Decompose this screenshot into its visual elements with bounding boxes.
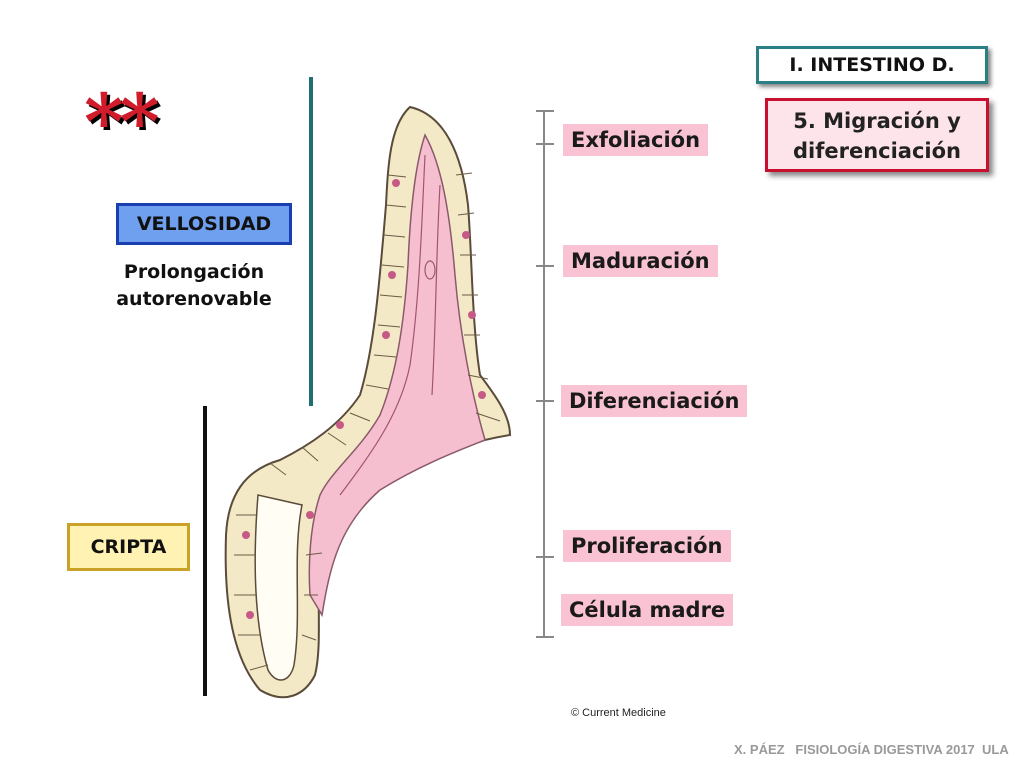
stage-exfoliation: Exfoliación: [563, 124, 709, 156]
section-label: I. INTESTINO D.: [756, 46, 988, 84]
crypt-label: CRIPTA: [67, 523, 190, 571]
villus-caption: Prolongación autorenovable: [116, 261, 272, 310]
stage-tick: [536, 556, 554, 558]
stage-maturation: Maduración: [563, 245, 718, 277]
stage-tick: [536, 110, 554, 112]
stage-tick: [536, 143, 554, 145]
stage-differentiation: Diferenciación: [561, 385, 748, 417]
stage-scale-line: [543, 110, 545, 638]
stage-tick: [536, 400, 554, 402]
stage-stem-cell: Célula madre: [561, 594, 734, 626]
stage-tick: [536, 636, 554, 638]
stars-mark: **: [84, 77, 159, 166]
topic-title: 5. Migración y diferenciación: [765, 98, 989, 172]
image-credit: © Current Medicine: [571, 707, 666, 719]
crypt-range-line: [203, 406, 207, 696]
footer-text: X. PÁEZ FISIOLOGÍA DIGESTIVA 2017 ULA: [734, 742, 1009, 757]
stage-proliferation: Proliferación: [563, 530, 731, 562]
villus-label: VELLOSIDAD: [116, 203, 292, 245]
villus-crypt-illustration: [224, 105, 512, 699]
stage-tick: [536, 265, 554, 267]
villus-range-line: [309, 77, 313, 406]
